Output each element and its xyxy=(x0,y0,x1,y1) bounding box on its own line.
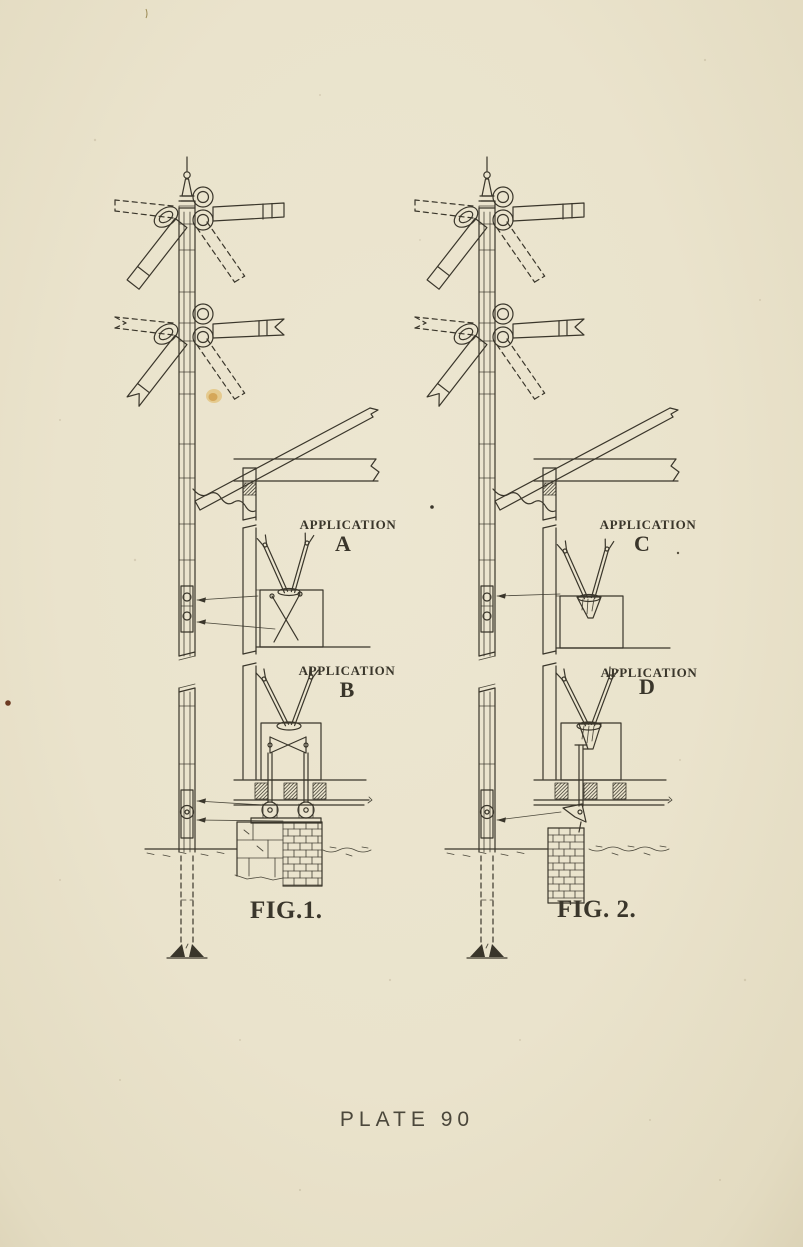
pole-mechanism-lower xyxy=(479,789,495,839)
application-b-letter: B xyxy=(340,677,355,702)
application-d-letter: D xyxy=(639,674,655,699)
signal-post-mast xyxy=(178,207,196,853)
figure-2-caption: FIG. 2. xyxy=(557,896,636,923)
pole-mechanism-upper xyxy=(480,585,494,633)
semaphore-arm-set-upper xyxy=(414,186,585,290)
ground-line xyxy=(444,845,670,857)
masonry-pier-brick xyxy=(547,827,585,904)
foundation-underground xyxy=(466,855,508,959)
paper-stain-core xyxy=(208,393,218,401)
semaphore-arm-set-lower xyxy=(414,303,585,407)
application-d-detail xyxy=(555,666,622,833)
floor-structure xyxy=(233,779,373,806)
finial xyxy=(478,156,496,209)
figure-1-caption: FIG.1. xyxy=(250,897,322,924)
paper-specks xyxy=(59,58,761,1192)
ground-line xyxy=(144,846,372,857)
ink-speck xyxy=(676,551,680,555)
application-a-heading: APPLICATION xyxy=(300,517,397,532)
paper-fiber xyxy=(145,8,148,19)
masonry-pier xyxy=(234,821,323,887)
figure-1-drawing xyxy=(114,156,380,959)
leader-lines xyxy=(196,595,284,823)
ink-speck xyxy=(430,505,434,509)
leader-lines xyxy=(496,593,562,823)
paper-blemish-dot xyxy=(5,700,11,706)
figure-2-drawing xyxy=(414,156,680,959)
application-d-heading: APPLICATION xyxy=(601,665,698,680)
pole-mechanism-lower xyxy=(179,789,195,839)
roof-and-beam xyxy=(192,407,380,780)
application-c-detail xyxy=(555,538,671,649)
finial xyxy=(178,156,196,209)
application-c-heading: APPLICATION xyxy=(600,517,697,532)
application-a-letter: A xyxy=(335,531,351,556)
pole-mechanism-upper xyxy=(180,585,194,633)
foundation-underground xyxy=(166,855,208,959)
signal-post-mast xyxy=(478,207,496,853)
application-c-letter: C xyxy=(634,531,650,556)
paper-blemishes xyxy=(5,8,680,706)
semaphore-arm-set-upper xyxy=(114,186,285,290)
plate-caption: PLATE 90 xyxy=(340,1108,474,1131)
application-b-heading: APPLICATION xyxy=(299,663,396,678)
line-art xyxy=(59,58,761,1192)
text-labels: APPLICATION A APPLICATION B APPLICATION … xyxy=(250,517,697,1131)
semaphore-arm-set-lower xyxy=(114,303,285,407)
roof-and-beam xyxy=(492,407,680,780)
floor-structure xyxy=(533,779,673,806)
application-a-detail xyxy=(255,532,371,648)
